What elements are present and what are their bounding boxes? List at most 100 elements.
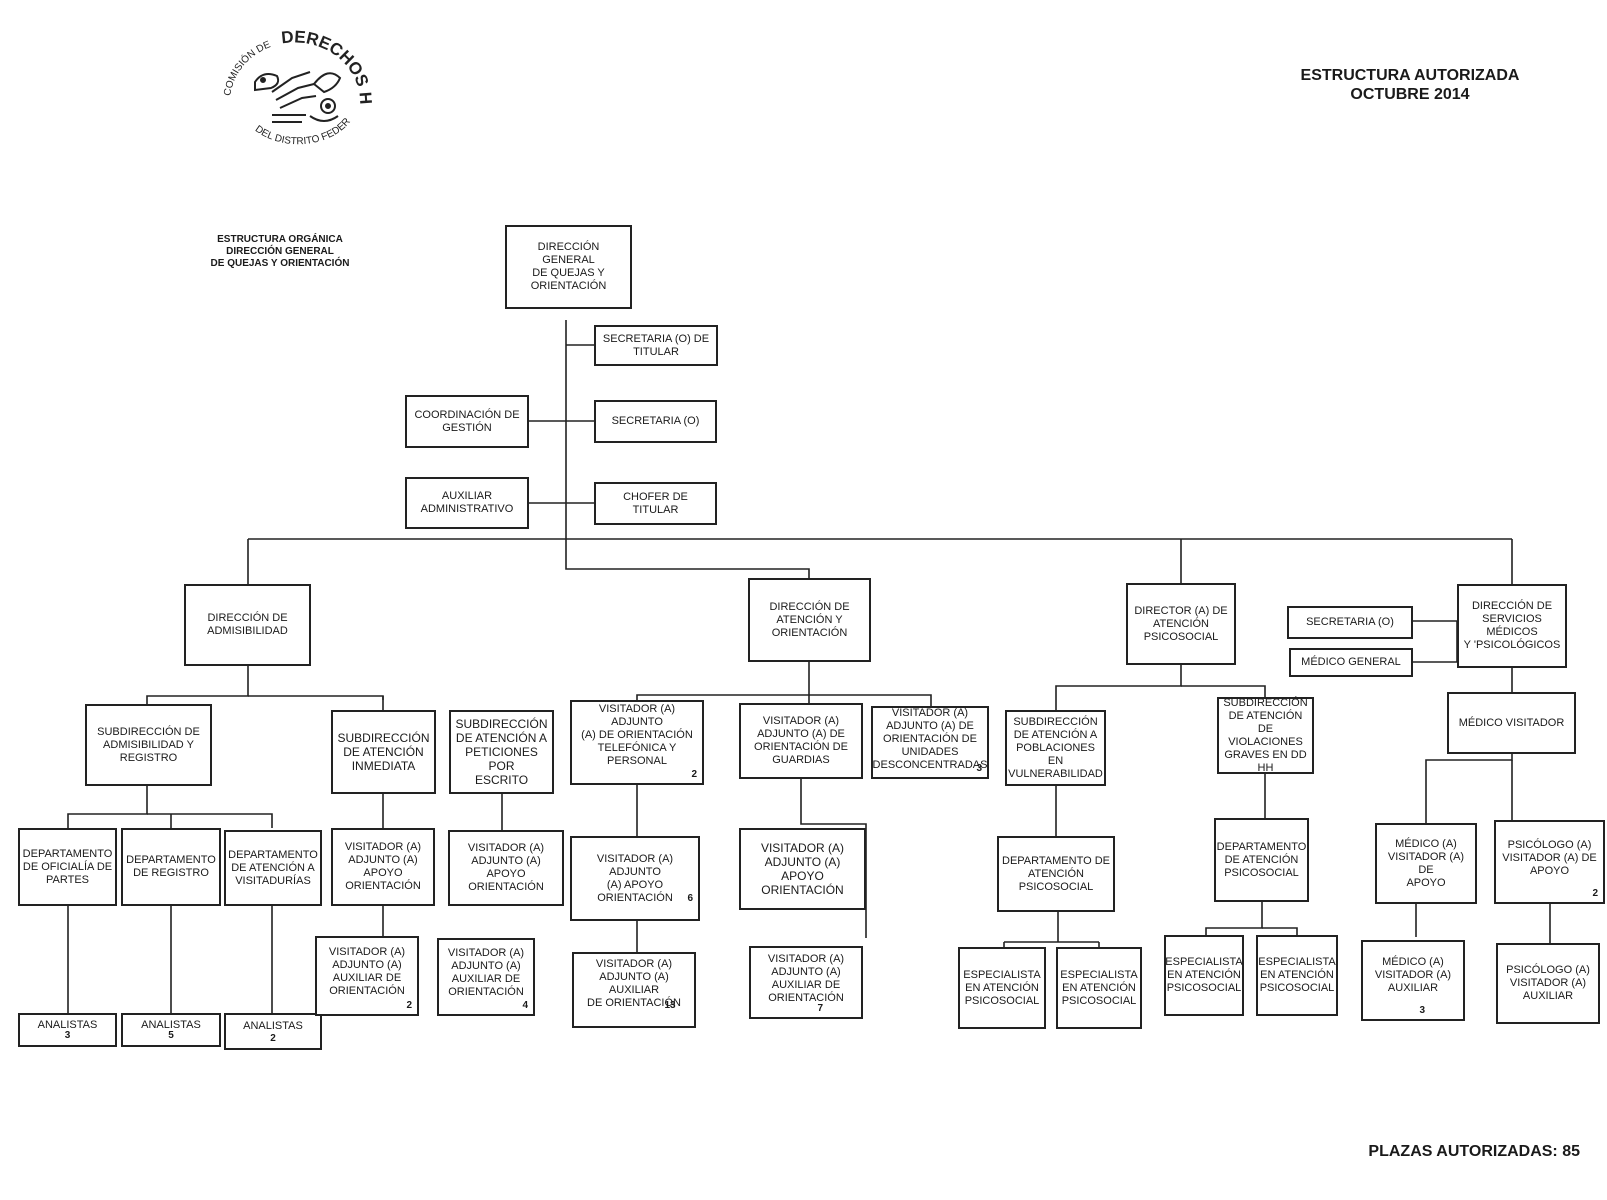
org-box-visitador-apoyo-peticiones: VISITADOR (A) ADJUNTO (A) APOYO ORIENTAC… [448,830,564,906]
org-box-departamento-oficialia-partes: DEPARTAMENTO DE OFICIALÍA DE PARTES [18,828,117,906]
org-box-medico-visitador: MÉDICO VISITADOR [1447,692,1576,754]
box-label: SECRETARIA (O) [1306,616,1394,628]
org-box-direccion-atencion-orientacion: DIRECCIÓN DE ATENCIÓN Y ORIENTACIÓN [748,578,871,662]
box-label: SUBDIRECCIÓN DE ATENCIÓN A POBLACIONES E… [1008,715,1103,780]
org-box-visitador-orientacion-guardias: VISITADOR (A) ADJUNTO (A) DE ORIENTACIÓN… [739,703,863,779]
org-box-medico-visitador-apoyo: MÉDICO (A) VISITADOR (A) DE APOYO [1375,823,1477,904]
org-box-subdireccion-peticiones-escrito: SUBDIRECCIÓN DE ATENCIÓN A PETICIONES PO… [449,710,554,794]
box-label: ESPECIALISTA EN ATENCIÓN PSICOSOCIAL [963,968,1041,1007]
box-label: PSICÓLOGO (A) VISITADOR (A) AUXILIAR [1506,964,1590,1002]
box-label: PSICÓLOGO (A) VISITADOR (A) DE APOYO [1502,838,1597,877]
org-box-subdireccion-poblaciones-vulnerabilidad: SUBDIRECCIÓN DE ATENCIÓN A POBLACIONES E… [1005,710,1106,786]
position-count: 5 [168,1030,174,1041]
document-title: ESTRUCTURA AUTORIZADA OCTUBRE 2014 [1300,67,1520,103]
org-box-subdireccion-violaciones-graves: SUBDIRECCIÓN DE ATENCIÓN DE VIOLACIONES … [1217,697,1314,774]
box-label: DIRECTOR (A) DE ATENCIÓN PSICOSOCIAL [1134,604,1228,643]
box-label: SUBDIRECCIÓN DE ATENCIÓN INMEDIATA [337,731,430,773]
institution-logo: DERECHOS HUMANOS COMISIÓN DE DEL DISTRIT… [203,5,380,165]
logo-text-top: DERECHOS HUMANOS [203,5,375,105]
org-box-visitador-unidades-desconcentradas: VISITADOR (A) ADJUNTO (A) DE ORIENTACIÓN… [871,706,989,779]
org-box-especialista-psicosocial-2: ESPECIALISTA EN ATENCIÓN PSICOSOCIAL [1056,947,1142,1029]
box-label: SUBDIRECCIÓN DE ADMISIBILIDAD Y REGISTRO [97,725,200,764]
org-box-departamento-atencion-visitadurias: DEPARTAMENTO DE ATENCIÓN A VISITADURÍAS [224,830,322,906]
box-label: DIRECCIÓN DE SERVICIOS MÉDICOS Y 'PSICOL… [1463,600,1561,651]
org-box-analistas-oficialia: ANALISTAS 3 [18,1013,117,1047]
org-box-analistas-visitadurias: ANALISTAS 2 [224,1013,322,1050]
box-label: VISITADOR (A) ADJUNTO (A) APOYO ORIENTAC… [760,841,845,897]
box-label: VISITADOR (A) ADJUNTO (A) DE ORIENTACIÓN… [581,703,693,767]
box-label: ANALISTAS [141,1019,201,1031]
position-count: 2 [1592,888,1598,899]
chart-subtitle: ESTRUCTURA ORGÁNICA DIRECCIÓN GENERAL DE… [210,234,350,269]
box-label: SECRETARIA (O) [611,415,700,427]
box-label: SECRETARIA (O) DE TITULAR [602,332,710,358]
org-box-visitador-auxiliar-guardias: VISITADOR (A) ADJUNTO (A) AUXILIAR DE OR… [749,946,863,1019]
box-label: DEPARTAMENTO DE ATENCIÓN PSICOSOCIAL [1002,854,1110,893]
position-count: 7 [817,1003,823,1014]
box-label: DEPARTAMENTO DE ATENCIÓN A VISITADURÍAS [228,848,318,887]
org-box-departamento-atencion-psicosocial-vulnerabilidad: DEPARTAMENTO DE ATENCIÓN PSICOSOCIAL [997,836,1115,912]
position-count: 2 [406,1000,412,1011]
org-box-secretaria-servicios-medicos: SECRETARIA (O) [1287,606,1413,639]
org-box-departamento-registro: DEPARTAMENTO DE REGISTRO [121,828,221,906]
org-box-visitador-apoyo-guardias: VISITADOR (A) ADJUNTO (A) APOYO ORIENTAC… [739,828,866,910]
position-count: 3 [64,1030,71,1041]
org-box-visitador-apoyo-telefonica: VISITADOR (A) ADJUNTO (A) APOYO ORIENTAC… [570,836,700,921]
org-box-psicologo-visitador-apoyo: PSICÓLOGO (A) VISITADOR (A) DE APOYO 2 [1494,820,1605,904]
org-box-analistas-registro: ANALISTAS 5 [121,1013,221,1047]
box-label: ANALISTAS [37,1019,98,1031]
org-box-director-atencion-psicosocial: DIRECTOR (A) DE ATENCIÓN PSICOSOCIAL [1126,583,1236,665]
box-label: DEPARTAMENTO DE OFICIALÍA DE PARTES [22,847,113,886]
birds-glyph-icon [254,71,342,123]
org-box-chofer-titular: CHOFER DE TITULAR [594,482,717,525]
box-label: VISITADOR (A) ADJUNTO (A) AUXILIAR DE OR… [587,958,681,1009]
org-box-direccion-general: DIRECCIÓN GENERAL DE QUEJAS Y ORIENTACIÓ… [505,225,632,309]
org-box-especialista-psicosocial-4: ESPECIALISTA EN ATENCIÓN PSICOSOCIAL [1256,935,1338,1016]
org-box-especialista-psicosocial-3: ESPECIALISTA EN ATENCIÓN PSICOSOCIAL [1164,935,1244,1016]
box-label: DIRECCIÓN DE ATENCIÓN Y ORIENTACIÓN [769,600,850,639]
box-label: VISITADOR (A) ADJUNTO (A) AUXILIAR DE OR… [328,946,406,997]
org-box-medico-general: MÉDICO GENERAL [1289,648,1413,677]
org-box-medico-visitador-auxiliar: MÉDICO (A) VISITADOR (A) AUXILIAR 3 [1361,940,1465,1021]
org-box-auxiliar-administrativo: AUXILIAR ADMINISTRATIVO [405,477,529,529]
box-label: VISITADOR (A) ADJUNTO (A) DE ORIENTACIÓN… [754,715,848,766]
position-count: 3 [976,763,982,774]
box-label: SUBDIRECCIÓN DE ATENCIÓN A PETICIONES PO… [455,717,548,787]
box-label: DEPARTAMENTO DE ATENCIÓN PSICOSOCIAL [1216,840,1307,879]
org-box-visitador-auxiliar-inmediata: VISITADOR (A) ADJUNTO (A) AUXILIAR DE OR… [315,936,419,1016]
position-count: 6 [687,893,693,904]
box-label: VISITADOR (A) ADJUNTO (A) AUXILIAR DE OR… [767,952,845,1004]
box-label: VISITADOR (A) ADJUNTO (A) APOYO ORIENTAC… [467,842,545,893]
box-label: VISITADOR (A) ADJUNTO (A) DE ORIENTACIÓN… [872,707,988,771]
svg-text:DERECHOS HUMANOS: DERECHOS HUMANOS [210,20,375,105]
org-box-direccion-servicios-medicos: DIRECCIÓN DE SERVICIOS MÉDICOS Y 'PSICOL… [1457,584,1567,668]
org-box-secretaria-titular: SECRETARIA (O) DE TITULAR [594,325,718,366]
box-label: SUBDIRECCIÓN DE ATENCIÓN DE VIOLACIONES … [1223,696,1308,774]
position-count: 2 [691,769,697,780]
total-positions: PLAZAS AUTORIZADAS: 85 [1368,1143,1580,1160]
position-count: 13 [664,1000,676,1011]
box-label: DIRECCIÓN DE ADMISIBILIDAD [207,612,288,637]
org-box-subdireccion-atencion-inmediata: SUBDIRECCIÓN DE ATENCIÓN INMEDIATA [331,710,436,794]
org-box-subdireccion-admisibilidad: SUBDIRECCIÓN DE ADMISIBILIDAD Y REGISTRO [85,704,212,786]
org-box-visitador-auxiliar-telefonica: VISITADOR (A) ADJUNTO (A) AUXILIAR DE OR… [572,952,696,1028]
box-label: VISITADOR (A) ADJUNTO (A) APOYO ORIENTAC… [344,841,422,892]
box-label: VISITADOR (A) ADJUNTO (A) AUXILIAR DE OR… [447,947,525,998]
org-box-especialista-psicosocial-1: ESPECIALISTA EN ATENCIÓN PSICOSOCIAL [958,947,1046,1029]
org-box-visitador-apoyo-inmediata: VISITADOR (A) ADJUNTO (A) APOYO ORIENTAC… [331,828,435,906]
box-label: DIRECCIÓN GENERAL DE QUEJAS Y ORIENTACIÓ… [530,241,607,292]
box-label: ESPECIALISTA EN ATENCIÓN PSICOSOCIAL [1060,968,1138,1007]
box-label: DEPARTAMENTO DE REGISTRO [126,854,216,879]
org-box-visitador-orientacion-telefonica: VISITADOR (A) ADJUNTO (A) DE ORIENTACIÓN… [570,700,704,785]
position-count: 2 [270,1033,276,1044]
org-box-departamento-atencion-psicosocial-violaciones: DEPARTAMENTO DE ATENCIÓN PSICOSOCIAL [1214,818,1309,902]
box-label: MÉDICO (A) VISITADOR (A) DE APOYO [1387,837,1465,889]
position-count: 3 [1419,1005,1425,1016]
position-count: 4 [522,1000,528,1011]
org-box-psicologo-visitador-auxiliar: PSICÓLOGO (A) VISITADOR (A) AUXILIAR [1496,943,1600,1024]
box-label: MÉDICO VISITADOR [1458,716,1565,729]
box-label: MÉDICO (A) VISITADOR (A) AUXILIAR [1374,956,1452,994]
box-label: CHOFER DE TITULAR [623,490,688,516]
box-label: AUXILIAR ADMINISTRATIVO [420,490,514,515]
